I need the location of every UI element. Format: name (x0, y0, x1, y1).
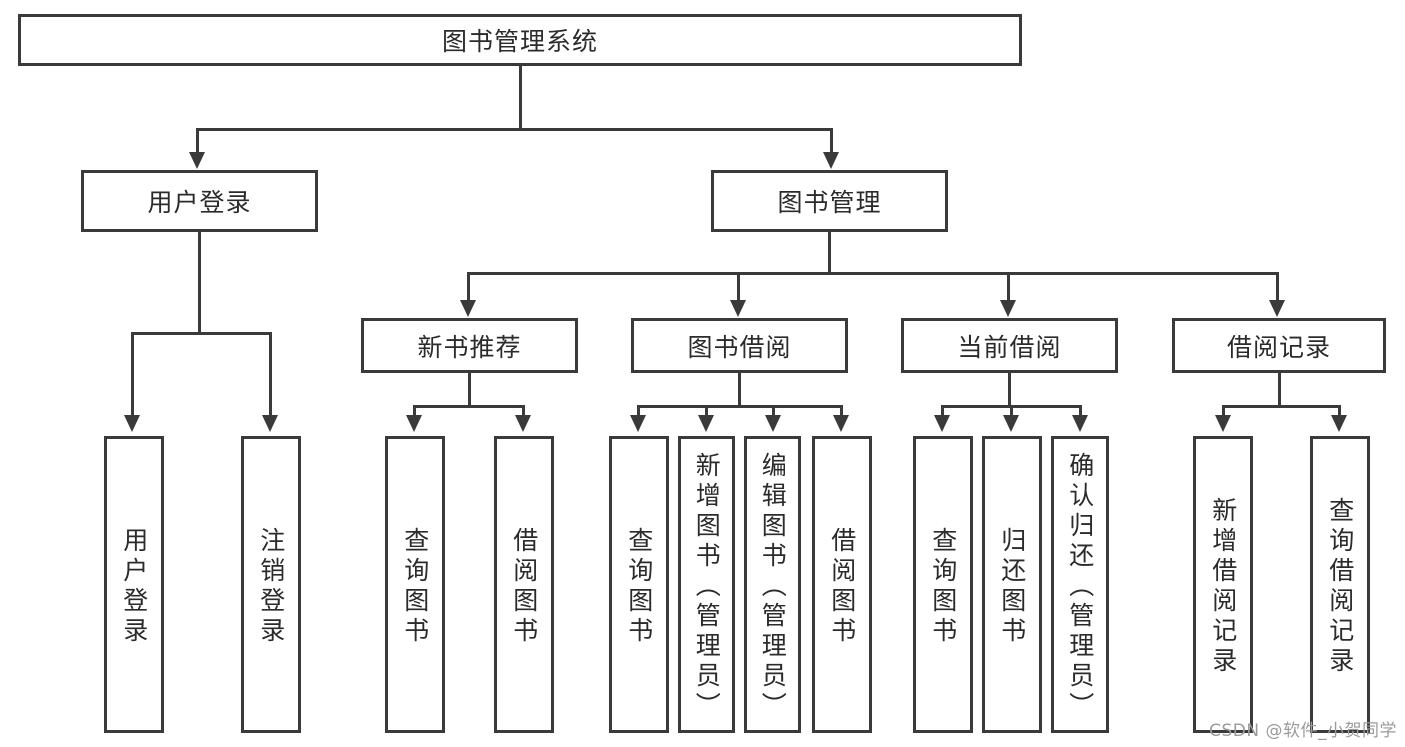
connector-new-book-to-leaf-1 (413, 405, 416, 417)
arrow-current-borrow-to-leaf-3 (1072, 415, 1088, 432)
connector-new-book-bus (413, 405, 525, 408)
node-book-borrow[interactable]: 图书借阅 (631, 318, 848, 373)
leaf-node-return-books[interactable]: 归还图书 (982, 436, 1042, 733)
arrow-user-login-to-leaf-2 (262, 415, 278, 432)
leaf-node-edit-book-admin[interactable]: 编辑图书（管理员） (744, 436, 801, 733)
arrow-book-mgmt-to-current (1000, 300, 1016, 317)
connector-book-borrow-to-leaf-3 (772, 405, 775, 417)
leaf-node-add-book-admin[interactable]: 新增图书（管理员） (678, 436, 735, 733)
node-label: 编辑图书（管理员） (758, 451, 788, 722)
node-root-system[interactable]: 图书管理系统 (18, 14, 1022, 66)
connector-records-bus (1222, 405, 1341, 408)
node-user-login[interactable]: 用户登录 (81, 170, 318, 232)
connector-book-borrow-stem (738, 373, 741, 407)
node-label: 图书管理 (777, 188, 882, 217)
connector-user-login-stem (198, 232, 201, 334)
connector-book-borrow-to-leaf-2 (705, 405, 708, 417)
connector-records-stem (1278, 373, 1281, 407)
arrow-records-to-leaf-2 (1331, 415, 1347, 432)
node-label: 新书推荐 (417, 332, 522, 362)
arrow-book-borrow-to-leaf-1 (630, 415, 646, 432)
arrow-new-book-to-leaf-1 (406, 415, 422, 432)
connector-records-to-leaf-1 (1222, 405, 1225, 417)
connector-new-book-to-leaf-2 (522, 405, 525, 417)
node-label: 借阅图书 (509, 526, 539, 647)
connector-book-mgmt-to-new-books (467, 272, 470, 303)
node-label: 注销登录 (256, 526, 286, 647)
leaf-node-add-borrow-record[interactable]: 新增借阅记录 (1193, 436, 1253, 733)
leaf-node-borrow-books-borrow[interactable]: 借阅图书 (812, 436, 872, 733)
arrow-new-book-to-leaf-2 (515, 415, 531, 432)
connector-root-to-book-mgmt (830, 128, 833, 156)
connector-book-borrow-bus (637, 405, 843, 408)
arrow-book-borrow-to-leaf-4 (833, 415, 849, 432)
connector-book-borrow-to-leaf-4 (840, 405, 843, 417)
node-label: 用户登录 (147, 188, 252, 217)
arrow-book-mgmt-to-borrow (730, 300, 746, 317)
connector-current-borrow-to-leaf-3 (1079, 405, 1082, 417)
node-label: 查询图书 (624, 526, 654, 647)
arrow-book-borrow-to-leaf-3 (765, 415, 781, 432)
connector-current-borrow-to-leaf-2 (1010, 405, 1013, 417)
leaf-node-query-books-current[interactable]: 查询图书 (913, 436, 973, 733)
arrow-root-to-user-login (189, 152, 205, 169)
connector-user-login-bus (131, 332, 272, 335)
connector-book-mgmt-to-borrow (737, 272, 740, 303)
connector-current-borrow-stem (1008, 373, 1011, 407)
arrow-current-borrow-to-leaf-1 (934, 415, 950, 432)
node-label: 借阅记录 (1226, 332, 1331, 362)
node-label: 新增借阅记录 (1208, 496, 1238, 677)
arrow-user-login-to-leaf-1 (124, 415, 140, 432)
node-book-management[interactable]: 图书管理 (711, 170, 948, 232)
connector-current-borrow-to-leaf-1 (941, 405, 944, 417)
node-label: 确认归还（管理员） (1065, 451, 1095, 722)
node-label: 查询借阅记录 (1325, 496, 1355, 677)
leaf-node-logout[interactable]: 注销登录 (241, 436, 301, 733)
connector-user-login-to-leaf-2 (269, 332, 272, 417)
node-new-book-recommend[interactable]: 新书推荐 (361, 318, 578, 373)
node-label: 图书管理系统 (441, 27, 598, 56)
arrow-book-mgmt-to-records (1269, 300, 1285, 317)
arrow-book-borrow-to-leaf-2 (698, 415, 714, 432)
arrow-current-borrow-to-leaf-2 (1003, 415, 1019, 432)
node-label: 新增图书（管理员） (692, 451, 722, 722)
leaf-node-confirm-return-admin[interactable]: 确认归还（管理员） (1051, 436, 1109, 733)
node-label: 当前借阅 (957, 332, 1062, 362)
arrow-root-to-book-mgmt (823, 152, 839, 169)
connector-root-to-user-login (196, 128, 199, 156)
connector-user-login-to-leaf-1 (131, 332, 134, 417)
node-borrow-records[interactable]: 借阅记录 (1172, 318, 1386, 373)
node-label: 借阅图书 (827, 526, 857, 647)
connector-new-book-stem (468, 373, 471, 407)
arrow-records-to-leaf-1 (1215, 415, 1231, 432)
connector-root-bus (196, 128, 833, 131)
node-label: 查询图书 (400, 526, 430, 647)
connector-book-mgmt-to-current (1007, 272, 1010, 303)
connector-book-mgmt-stem (828, 232, 831, 274)
connector-records-to-leaf-2 (1338, 405, 1341, 417)
connector-book-mgmt-to-records (1276, 272, 1279, 303)
arrow-book-mgmt-to-new-books (460, 300, 476, 317)
leaf-node-borrow-books-new[interactable]: 借阅图书 (494, 436, 554, 733)
leaf-node-query-books-new[interactable]: 查询图书 (385, 436, 445, 733)
leaf-node-user-login[interactable]: 用户登录 (104, 436, 164, 733)
node-label: 归还图书 (997, 526, 1027, 647)
node-label: 用户登录 (119, 526, 149, 647)
connector-book-mgmt-bus (467, 272, 1279, 275)
leaf-node-query-borrow-record[interactable]: 查询借阅记录 (1310, 436, 1370, 733)
node-label: 查询图书 (928, 526, 958, 647)
leaf-node-query-books-borrow[interactable]: 查询图书 (609, 436, 669, 733)
connector-book-borrow-to-leaf-1 (637, 405, 640, 417)
connector-root-stem (519, 66, 522, 130)
node-current-borrow[interactable]: 当前借阅 (901, 318, 1118, 373)
node-label: 图书借阅 (687, 332, 792, 362)
